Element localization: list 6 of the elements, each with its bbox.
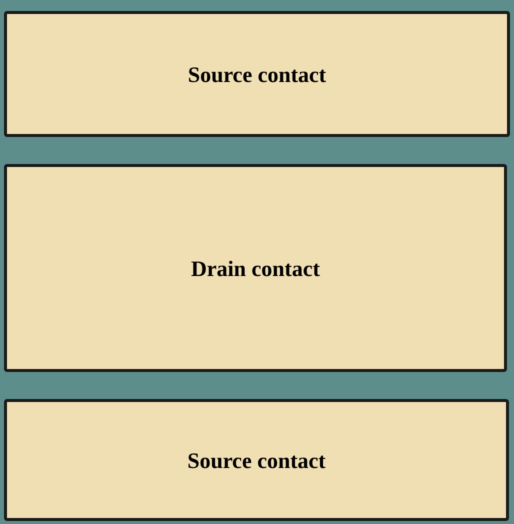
pad-label: Source contact: [188, 60, 326, 88]
pad-label: Drain contact: [191, 254, 320, 282]
contact-pad: [4, 399, 509, 521]
pad-label: Source contact: [187, 446, 326, 474]
contact-pad: [4, 11, 510, 137]
contact-pad: [4, 164, 507, 372]
